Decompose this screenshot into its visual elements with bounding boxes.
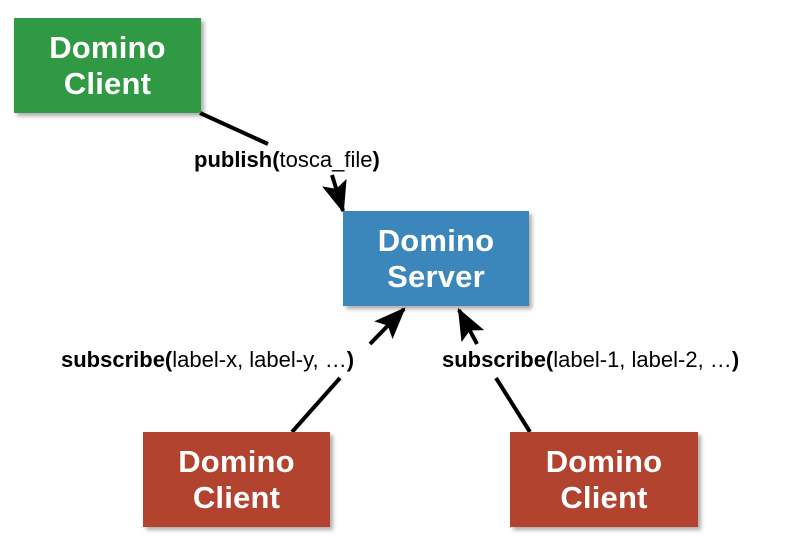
node-title-line-2: Client: [63, 65, 152, 101]
edge-label-subscribe-right: subscribe(label-1, label-2, …): [440, 347, 742, 373]
node-title-line-1: Domino: [49, 29, 166, 65]
edge-publish: [199, 111, 347, 214]
edge-subscribe-right: [457, 307, 532, 434]
edge-label-publish: publish(tosca_file): [192, 147, 382, 173]
node-title-line-2: Client: [560, 479, 648, 515]
node-domino-server[interactable]: Domino Server: [343, 211, 529, 306]
edge-label-subscribe-right-fn: subscribe(: [442, 347, 554, 372]
edge-label-publish-fn: publish(: [194, 147, 280, 172]
edge-label-publish-arg: tosca_file: [279, 147, 373, 172]
node-domino-client-publisher[interactable]: Domino Client: [14, 18, 201, 113]
edge-label-subscribe-left-arg: label-x, label-y, …: [172, 347, 347, 372]
node-domino-client-subscriber-right[interactable]: Domino Client: [510, 432, 698, 527]
edge-label-subscribe-left-close: ): [346, 347, 355, 372]
node-domino-client-subscriber-left[interactable]: Domino Client: [143, 432, 330, 527]
node-title-line-1: Domino: [545, 443, 663, 479]
edge-label-subscribe-right-arg: label-1, label-2, …: [553, 347, 732, 372]
node-title-line-1: Domino: [377, 222, 495, 258]
edge-label-subscribe-left-fn: subscribe(: [61, 347, 173, 372]
node-title-line-2: Server: [387, 258, 485, 294]
node-title-line-2: Client: [192, 479, 281, 515]
edge-subscribe-left: [290, 307, 406, 434]
edge-label-subscribe-left: subscribe(label-x, label-y, …): [59, 347, 357, 373]
node-title-line-1: Domino: [178, 443, 295, 479]
edge-label-subscribe-right-close: ): [731, 347, 740, 372]
edge-label-publish-close: ): [372, 147, 380, 172]
